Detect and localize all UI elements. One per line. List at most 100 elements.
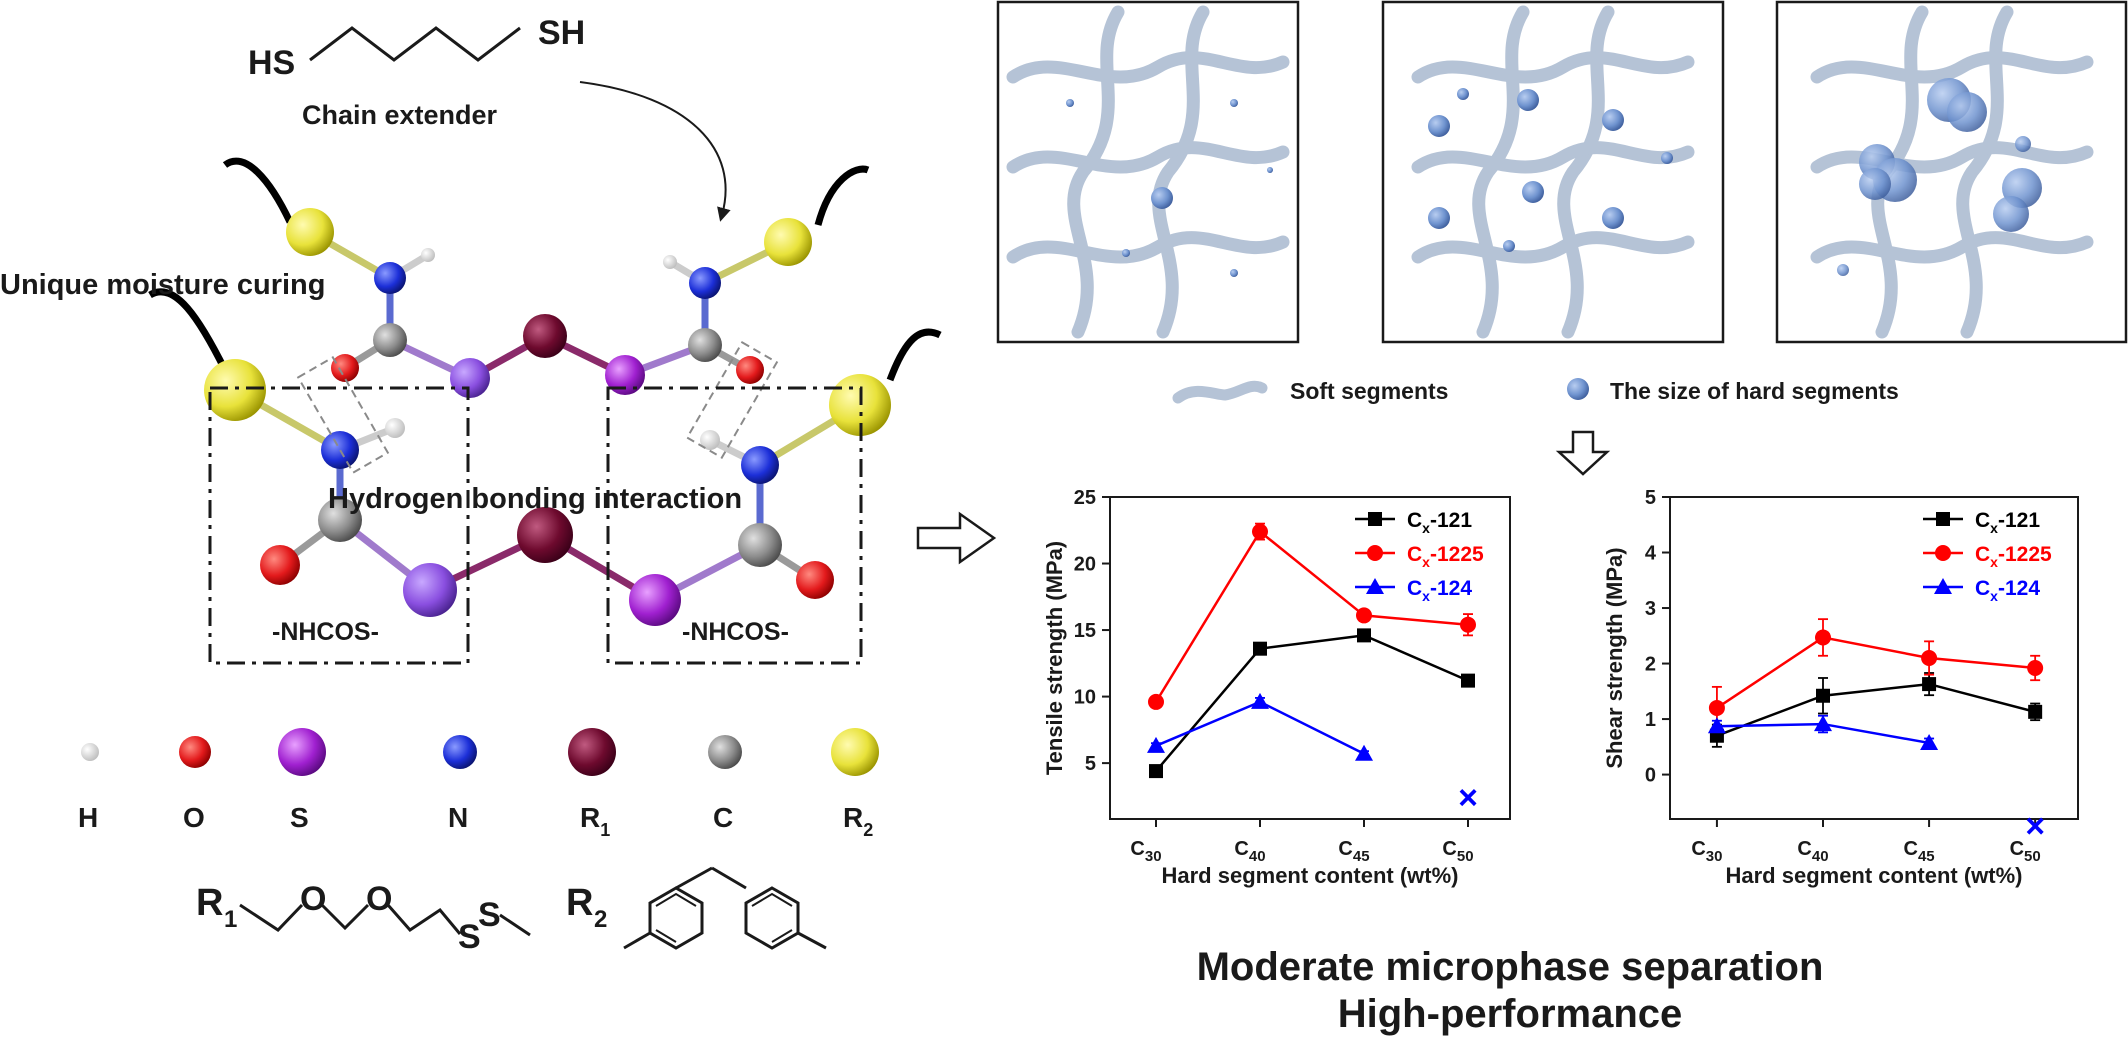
series-line (1154, 529, 1469, 703)
hbond-box (296, 356, 390, 474)
y-axis-label: Shear strength (MPa) (1602, 547, 1627, 768)
atom-legend-sphere (568, 728, 616, 776)
morphology-panels: Soft segments The size of hard segments (996, 0, 2128, 476)
y-tick-label: 2 (1645, 654, 1656, 676)
x-tick-label: C40 (1234, 838, 1265, 865)
chain-extender-hs: HS (248, 44, 295, 82)
morphology-panel-small (996, 0, 1300, 344)
soft-segment-legend-symbol (1172, 380, 1268, 404)
x-tick-label: C40 (1797, 838, 1828, 865)
y-axis-label: Tensile strength (MPa) (1042, 541, 1067, 775)
svg-text:2: 2 (594, 906, 607, 933)
series-121 (1149, 628, 1475, 779)
chain-extender-skeleton (309, 26, 521, 62)
nhcos-label-left: -NHCOS- (272, 618, 379, 646)
data-point (1707, 717, 1726, 734)
nhcos-label-right: -NHCOS- (682, 618, 789, 646)
data-point (1251, 692, 1269, 709)
atom-legend-sphere (831, 728, 879, 776)
series-line (1155, 700, 1365, 755)
data-point (1252, 523, 1268, 540)
chain-end-squiggle (148, 288, 229, 372)
y-tick-label: 15 (1074, 620, 1096, 642)
atom-legend-sphere (443, 735, 477, 769)
atom-legend-label: S (290, 802, 309, 833)
data-point (2027, 659, 2044, 676)
hbond-label: Hydrogen bonding interaction (328, 483, 742, 515)
atom-legend-sphere (708, 735, 742, 769)
morphology-panel-medium (1381, 0, 1725, 344)
x-axis-label: Hard segment content (wt%) (1161, 863, 1458, 888)
data-point (1253, 641, 1267, 656)
data-point (1461, 673, 1475, 688)
atoms (204, 208, 891, 626)
x-tick-label: C30 (1691, 838, 1722, 865)
x-axis-label: Hard segment content (wt%) (1725, 863, 2022, 888)
data-point (1708, 699, 1725, 716)
data-point (1356, 607, 1372, 624)
hard-segment-legend-label: The size of hard segments (1610, 378, 1899, 404)
data-point (1147, 736, 1165, 753)
moisture-curing-label: Unique moisture curing (0, 269, 325, 301)
data-point (1355, 744, 1373, 761)
y-tick-label: 5 (1645, 487, 1656, 509)
atom-legend-label: R1 (580, 802, 610, 840)
data-point (1149, 764, 1163, 779)
data-point (1934, 578, 1952, 594)
svg-text:S: S (458, 918, 481, 956)
data-point (1148, 693, 1164, 710)
x-tick-label: C45 (1904, 838, 1935, 865)
legend-label: Cx-124 (1975, 577, 2040, 604)
y-tick-label: 25 (1074, 487, 1096, 509)
series-1225 (1708, 618, 2044, 730)
chain-extender-sh: SH (538, 14, 585, 52)
series-124 (1147, 692, 1373, 761)
data-point (1935, 545, 1951, 561)
data-point (1921, 650, 1938, 666)
atom-legend-label: H (78, 802, 98, 833)
legend-label: Cx-124 (1407, 577, 1472, 604)
svg-text:S: S (478, 896, 501, 934)
chain-end-squiggle (222, 157, 294, 224)
plot-frame (1669, 496, 2079, 820)
conclusion-line-2: High-performance (1337, 992, 1683, 1036)
series-line (1716, 682, 2036, 737)
data-point (1922, 677, 1937, 692)
series-121 (1709, 672, 2043, 748)
morphology-panel-large (1775, 0, 2128, 344)
scheme-to-results-arrow (916, 511, 997, 565)
series-1225 (1148, 522, 1476, 710)
x-tick-label: C30 (1130, 838, 1161, 865)
chain-end-squiggle (814, 165, 870, 226)
conclusion-line-1: Moderate microphase separation (1196, 945, 1824, 989)
svg-text:O: O (300, 880, 326, 918)
data-point (1368, 512, 1382, 526)
series-line (1155, 634, 1469, 772)
nhcos-group-box-left (208, 386, 470, 665)
data-point (1367, 545, 1383, 561)
y-tick-label: 3 (1645, 598, 1656, 620)
svg-text:R: R (196, 882, 223, 924)
legend-label: Cx-1225 (1975, 543, 2052, 570)
hbond-box (685, 341, 779, 459)
x-tick-label: C50 (1442, 838, 1473, 865)
series-124 (1707, 714, 1939, 750)
r1-structure: R 1 O O S S (196, 880, 531, 956)
y-tick-label: 4 (1645, 543, 1657, 565)
atom-legend-label: N (448, 802, 468, 833)
x-tick-label: C45 (1338, 838, 1369, 865)
data-point (1936, 512, 1950, 526)
data-point (1814, 715, 1832, 732)
atom-legend-sphere (179, 736, 211, 768)
atom-legend-label: R2 (843, 802, 873, 840)
data-point (1815, 629, 1831, 646)
data-point (1816, 688, 1830, 703)
svg-text:1: 1 (224, 906, 237, 933)
chain-extender-arrow (579, 81, 731, 222)
y-tick-label: 1 (1645, 709, 1656, 731)
soft-segment-legend-label: Soft segments (1290, 378, 1448, 404)
